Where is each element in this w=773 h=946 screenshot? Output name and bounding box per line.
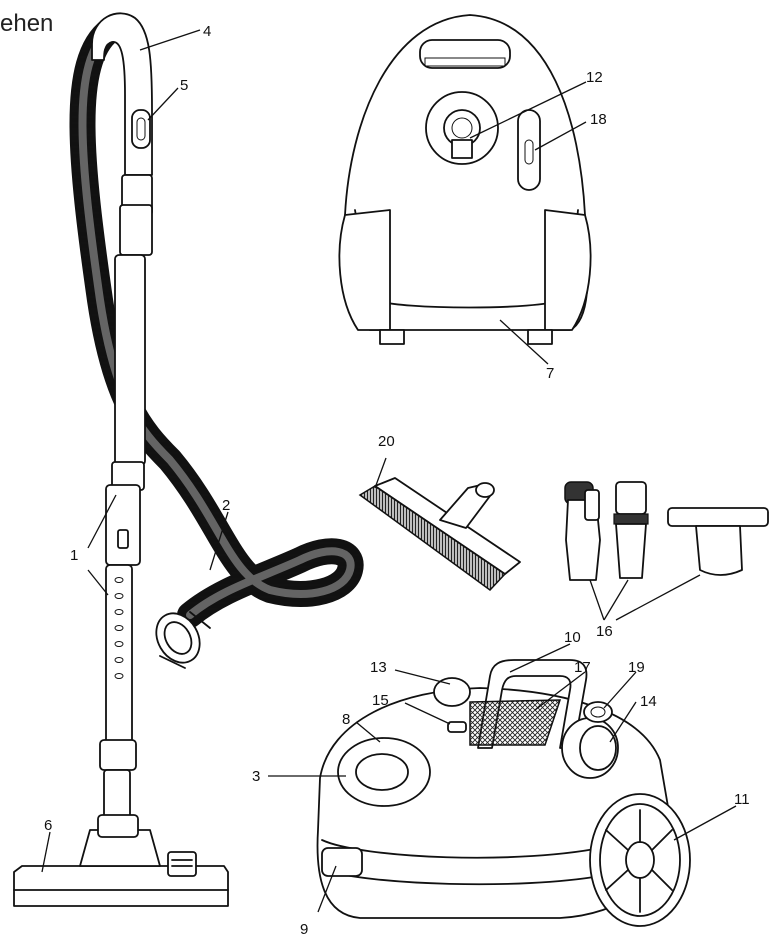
suction-regulator xyxy=(131,109,151,149)
hose-wand-assembly xyxy=(13,12,364,907)
bag-holder-opening xyxy=(425,91,499,165)
crevice-combi-tool xyxy=(613,481,649,579)
accessory-tools xyxy=(564,481,769,581)
telescopic-tube xyxy=(99,174,153,821)
callout-4: 4 xyxy=(203,23,211,40)
callout-9: 9 xyxy=(300,921,308,938)
front-carry-grip xyxy=(321,847,363,877)
exhaust-filter-grille xyxy=(469,699,562,746)
callout-1: 1 xyxy=(70,547,78,564)
callout-13: 13 xyxy=(370,659,387,676)
callout-16: 16 xyxy=(596,623,613,640)
callout-5: 5 xyxy=(180,77,188,94)
tube-adjust-holes xyxy=(114,577,124,679)
cord-rewind-button xyxy=(433,677,471,707)
upholstery-brush xyxy=(564,481,601,581)
on-off-switch xyxy=(561,717,619,779)
nozzle-pedal-switch xyxy=(167,851,197,877)
callout-8: 8 xyxy=(342,711,350,728)
upholstery-nozzle xyxy=(667,507,769,576)
handle xyxy=(91,12,153,176)
callout-numbers: 4 5 1 2 6 12 18 7 20 16 10 13 17 19 14 1… xyxy=(44,23,750,938)
callout-6: 6 xyxy=(44,817,52,834)
callout-3: 3 xyxy=(252,768,260,785)
callout-10: 10 xyxy=(564,629,581,646)
callout-19: 19 xyxy=(628,659,645,676)
power-regulator xyxy=(583,701,613,723)
callout-20: 20 xyxy=(378,433,395,450)
floor-brush-attachment xyxy=(358,477,521,591)
callout-2: 2 xyxy=(222,497,230,514)
callout-7: 7 xyxy=(546,365,554,382)
rear-wheel xyxy=(589,793,691,927)
compartment-handle xyxy=(419,39,511,69)
callout-15: 15 xyxy=(372,692,389,709)
callout-14: 14 xyxy=(640,693,657,710)
callout-18: 18 xyxy=(590,111,607,128)
callout-17: 17 xyxy=(574,659,591,676)
hose-connector xyxy=(155,611,211,669)
callout-12: 12 xyxy=(586,69,603,86)
page-heading: ehen xyxy=(0,10,54,37)
vacuum-main-body xyxy=(316,659,691,927)
callout-11: 11 xyxy=(734,791,750,808)
leader-lines xyxy=(41,29,737,913)
floor-nozzle xyxy=(13,814,229,907)
dust-compartment-open-view xyxy=(338,14,592,345)
bag-full-indicator xyxy=(517,109,541,191)
cover-release-button xyxy=(447,721,467,733)
